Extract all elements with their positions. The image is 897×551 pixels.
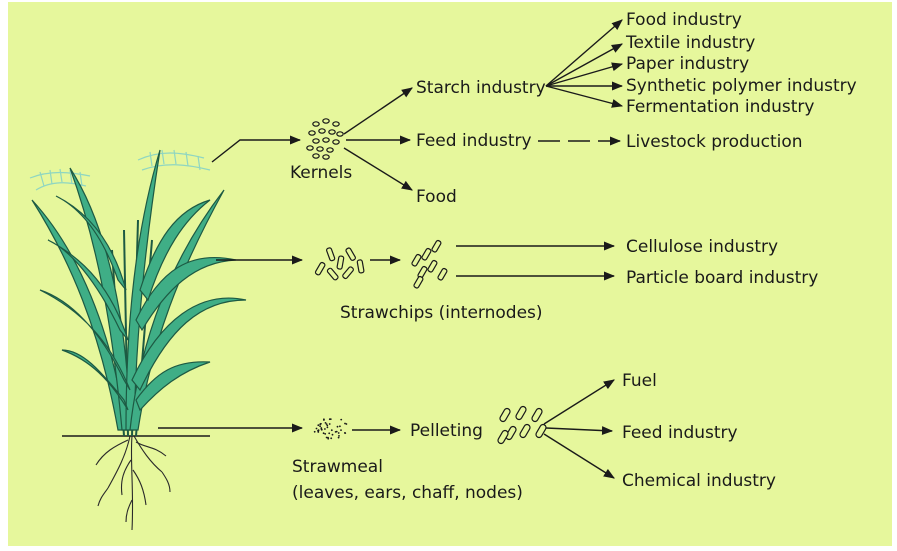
kernel-cluster-icon	[307, 119, 343, 159]
leaves-icon	[32, 150, 246, 430]
rice-plant-icon	[30, 150, 246, 530]
label-chemical-industry: Chemical industry	[622, 471, 776, 491]
panicle-icon	[30, 150, 210, 190]
label-synthetic-polymer-industry: Synthetic polymer industry	[626, 76, 857, 96]
connectors	[158, 20, 622, 478]
label-fermentation-industry: Fermentation industry	[626, 97, 814, 117]
label-fuel: Fuel	[622, 371, 657, 391]
label-kernels: Kernels	[290, 163, 352, 183]
label-particle-board-industry: Particle board industry	[626, 268, 818, 288]
label-livestock-production: Livestock production	[626, 132, 803, 152]
label-pelleting: Pelleting	[410, 421, 483, 441]
label-feed-industry: Feed industry	[416, 131, 532, 151]
label-food: Food	[416, 187, 457, 207]
label-food-industry: Food industry	[626, 10, 742, 30]
label-starch-industry: Starch industry	[416, 78, 546, 98]
pellet-icon	[497, 405, 547, 444]
label-textile-industry: Textile industry	[625, 33, 755, 53]
label-strawchips: Strawchips (internodes)	[340, 303, 543, 323]
label-paper-industry: Paper industry	[626, 54, 749, 74]
label-strawmeal: Strawmeal	[292, 457, 383, 477]
label-cellulose-industry: Cellulose industry	[626, 237, 778, 257]
label-feed-industry-2: Feed industry	[622, 423, 738, 443]
strawchip-icon	[315, 247, 364, 280]
label-strawmeal-parts: (leaves, ears, chaff, nodes)	[292, 483, 523, 503]
roots-icon	[96, 436, 170, 530]
strawchip-icon-2	[411, 240, 447, 289]
strawmeal-dots-icon	[314, 418, 347, 439]
